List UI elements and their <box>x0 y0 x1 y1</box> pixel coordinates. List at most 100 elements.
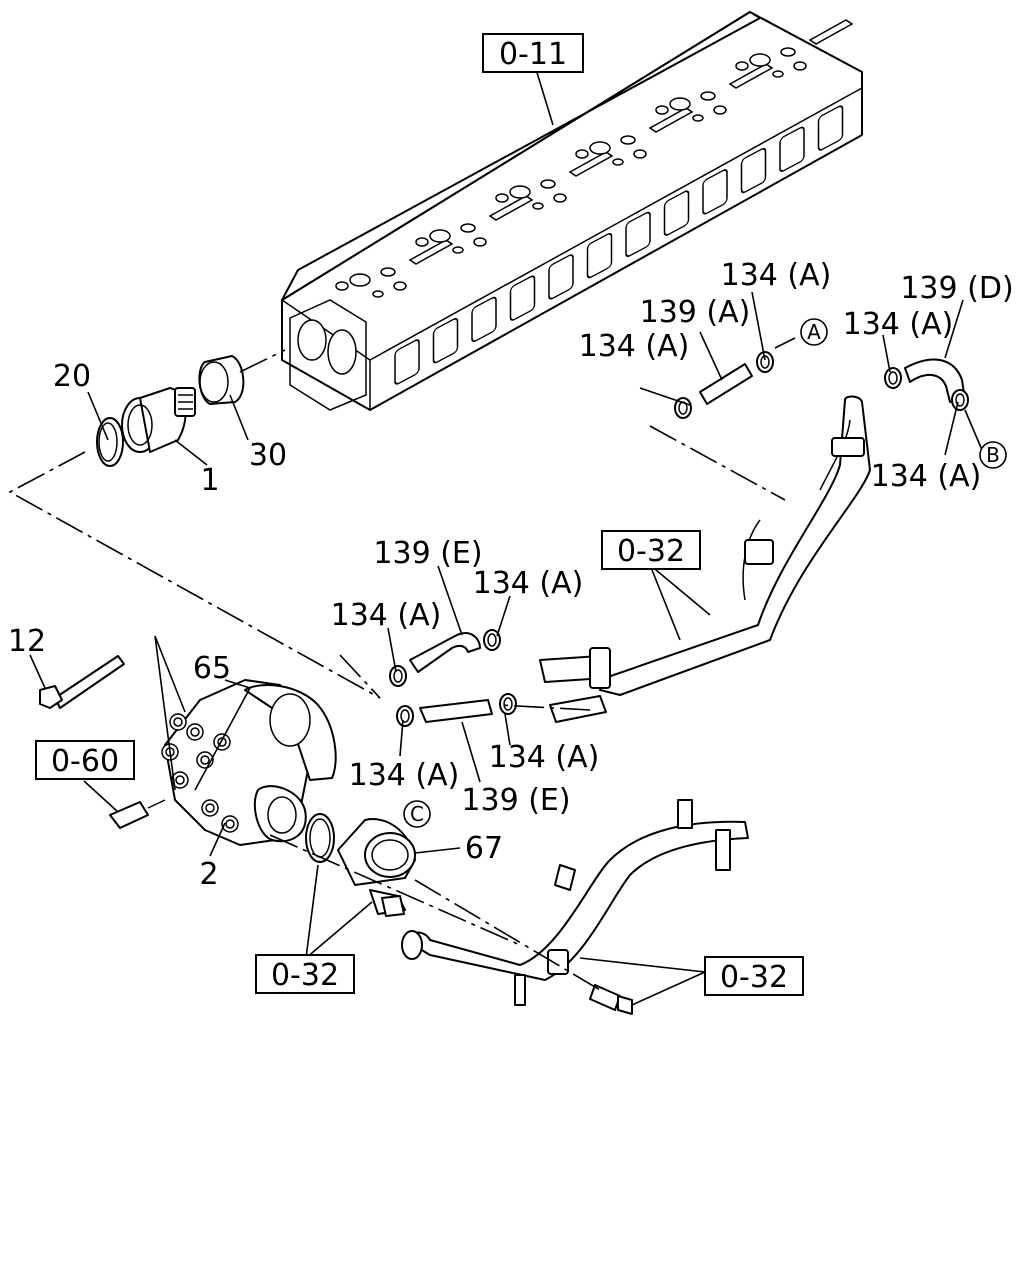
head-hole <box>380 267 396 277</box>
head-slot <box>728 63 774 89</box>
head-hole <box>540 179 556 189</box>
housing-bolt-center <box>200 755 210 765</box>
hose-clamp-inner <box>888 371 898 385</box>
hose-clamp-inner <box>503 697 513 711</box>
label-part-12: 12 <box>8 624 46 659</box>
head-hole <box>452 246 464 254</box>
head-slot <box>488 195 534 221</box>
thermostat-group <box>96 349 286 467</box>
cylinder-head <box>281 11 863 411</box>
head-port <box>548 254 574 300</box>
label-clamp-134a-1: 134 (A) <box>579 329 690 364</box>
housing-bolt-center <box>190 727 200 737</box>
hose-clamp <box>674 397 692 419</box>
head-hole <box>772 70 784 78</box>
connector-b-label: B <box>986 443 1000 467</box>
head-hole <box>495 193 509 203</box>
ref-box-pipe-upper[interactable]: 0-32 <box>601 530 701 570</box>
head-slot <box>568 151 614 177</box>
head-port <box>740 147 767 194</box>
head-port <box>471 296 497 343</box>
head-hole <box>415 237 429 247</box>
hose-clamp <box>499 693 517 715</box>
connector-c-label: C <box>410 802 424 826</box>
head-hole <box>349 273 371 287</box>
label-part-67: 67 <box>465 831 503 866</box>
center-lines <box>8 425 786 991</box>
label-clamp-134a-7: 134 (A) <box>489 740 600 775</box>
ref-box-gasket-group[interactable]: 0-32 <box>255 954 355 994</box>
head-hole <box>780 47 796 57</box>
head-hole <box>793 61 807 71</box>
hose-clamp <box>884 367 902 389</box>
label-part-1: 1 <box>200 463 219 498</box>
head-hole <box>473 237 487 247</box>
hose-clamp <box>951 389 969 411</box>
hose-clamp <box>396 705 414 727</box>
hoses <box>389 351 969 727</box>
housing-bolt-center <box>205 803 215 813</box>
head-hole <box>700 91 716 101</box>
head-hole <box>669 97 691 111</box>
ref-box-sensor[interactable]: 0-60 <box>35 740 135 780</box>
hose-clamp-inner <box>393 669 403 683</box>
connector-b[interactable]: B <box>979 441 1007 469</box>
connector-a-label: A <box>807 320 821 344</box>
label-hose-139e-1: 139 (E) <box>373 536 482 571</box>
label-clamp-134a-5: 134 (A) <box>473 566 584 601</box>
head-port <box>817 105 844 151</box>
head-hole <box>509 185 531 199</box>
housing-bolt-center <box>173 717 183 727</box>
ref-box-sensor-label: 0-60 <box>51 744 119 779</box>
head-hole <box>612 158 624 166</box>
head-slot <box>808 19 854 45</box>
head-hole <box>655 105 669 115</box>
head-hole <box>429 229 451 243</box>
head-port <box>509 275 536 321</box>
water-pipe-upper <box>539 395 871 723</box>
head-hole <box>393 281 407 291</box>
ref-box-cylinder-head-label: 0-11 <box>499 37 567 72</box>
housing-bolt-center <box>175 775 185 785</box>
hose-clamp-inner <box>400 709 410 723</box>
head-hole <box>532 202 544 210</box>
ref-box-gasket-group-label: 0-32 <box>271 958 339 993</box>
head-port <box>394 339 420 385</box>
head-port <box>625 211 651 257</box>
hose-clamp-inner <box>955 393 965 407</box>
label-clamp-134a-6: 134 (A) <box>331 598 442 633</box>
housing-bolt-center <box>225 819 235 829</box>
connector-c[interactable]: C <box>403 800 431 828</box>
hose-clamp-inner <box>487 633 497 647</box>
head-hole <box>553 193 567 203</box>
water-pipe-lower <box>381 799 749 1015</box>
head-hole <box>372 290 384 298</box>
label-part-20: 20 <box>53 359 91 394</box>
thermostat-housing <box>39 655 416 915</box>
head-slot <box>648 107 694 133</box>
connector-a[interactable]: A <box>800 318 828 346</box>
head-hole <box>633 149 647 159</box>
label-hose-139d: 139 (D) <box>900 271 1013 306</box>
label-part-2: 2 <box>199 857 218 892</box>
label-clamp-134a-4: 134 (A) <box>871 459 982 494</box>
label-part-65: 65 <box>193 651 231 686</box>
ref-box-pipe-lower[interactable]: 0-32 <box>704 956 804 996</box>
head-hole <box>692 114 704 122</box>
ref-box-cylinder-head[interactable]: 0-11 <box>482 33 584 73</box>
part-labels: 20 1 30 134 (A) 139 (A) 134 (A) 134 (A) … <box>8 258 1014 892</box>
leader-lines <box>29 65 983 1006</box>
head-hole <box>589 141 611 155</box>
head-hole <box>575 149 589 159</box>
head-hole <box>735 61 749 71</box>
head-hole <box>460 223 476 233</box>
label-clamp-134a-8: 134 (A) <box>349 758 460 793</box>
head-port <box>702 169 728 215</box>
label-clamp-134a-3: 134 (A) <box>843 307 954 342</box>
head-slot <box>408 239 454 265</box>
hose-clamp <box>756 351 774 373</box>
head-port <box>586 232 613 279</box>
head-hole <box>620 135 636 145</box>
hose-clamp <box>483 629 501 651</box>
